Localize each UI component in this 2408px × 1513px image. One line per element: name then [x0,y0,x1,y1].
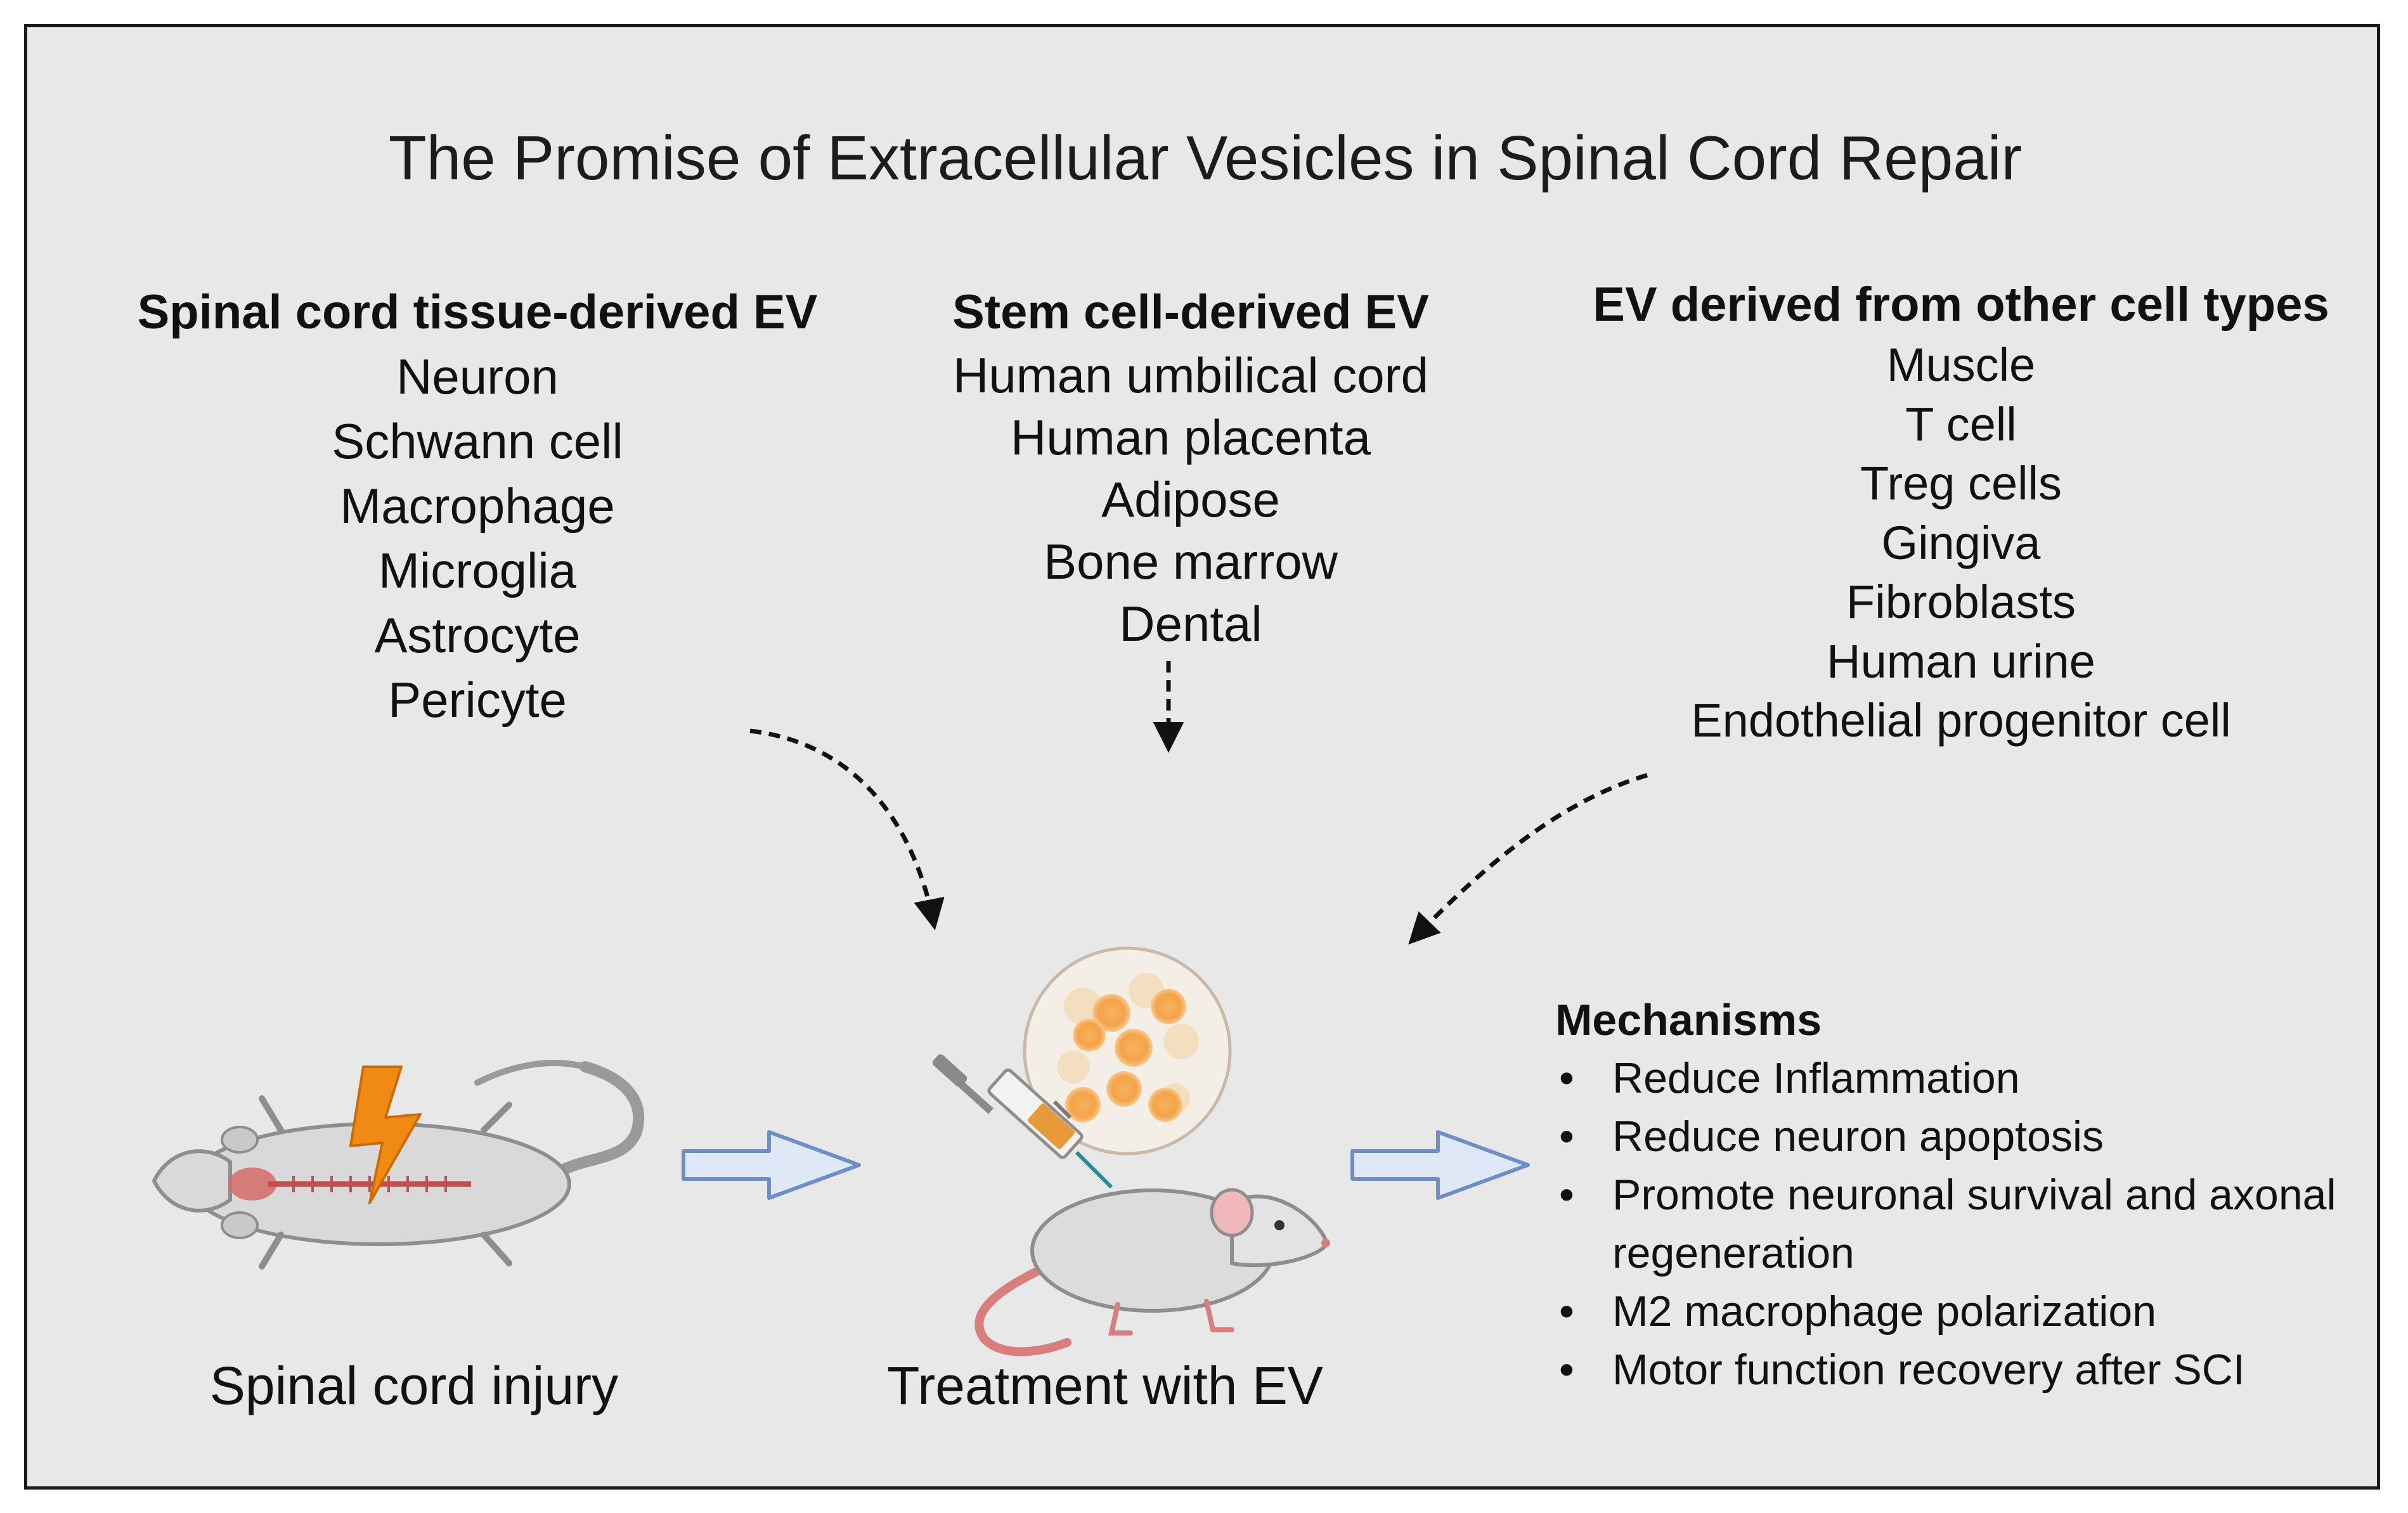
dashed-arrow-right [1408,773,1648,945]
diagram-graphics [152,661,1648,1356]
source-heading: EV derived from other cell types [1593,278,2329,332]
mechanism-item: Reduce neuron apoptosis [1555,1107,2373,1166]
rat-icon [974,1188,1330,1356]
source-item: Treg cells [1860,457,2062,510]
source-heading: Stem cell-derived EV [952,285,1429,339]
source-item: Microglia [378,543,577,598]
source-item: Fibroblasts [1846,576,2076,628]
source-item: Adipose [1101,472,1280,527]
hollow-arrow-icon [1350,1130,1530,1200]
hollow-arrow-icon [682,1130,861,1200]
source-item: Gingiva [1881,516,2041,569]
mechanisms-list: Mechanisms Reduce Inflammation Reduce ne… [1555,991,2373,1399]
vesicle-circle-icon [1023,946,1232,1156]
mechanism-item: Promote neuronal survival and axonal reg… [1555,1166,2373,1282]
lightning-bolt-icon [349,1066,422,1204]
source-item: Schwann cell [332,413,623,469]
source-item: Human urine [1827,634,2095,688]
source-item: Dental [1119,596,1262,652]
source-column-spinal-tissue: Spinal cord tissue-derived EV Neuron Sch… [53,281,902,732]
dashed-arrow-left [749,728,945,930]
rat-icon [152,1060,645,1270]
source-item: T cell [1905,397,2017,451]
mechanism-item: M2 macrophage polarization [1555,1282,2373,1341]
mechanism-item: Reduce Inflammation [1555,1049,2373,1107]
source-item: Bone marrow [1044,534,1338,589]
source-item: Endothelial progenitor cell [1691,694,2231,747]
mechanisms-heading: Mechanisms [1555,995,1822,1045]
source-item: Muscle [1886,338,2036,391]
source-item: Human umbilical cord [953,347,1428,403]
caption-spinal-cord-injury: Spinal cord injury [209,1356,619,1415]
source-heading: Spinal cord tissue-derived EV [137,285,818,339]
source-item: Neuron [396,349,559,404]
figure-panel: The Promise of Extracellular Vesicles in… [24,24,2380,1490]
figure-title: The Promise of Extracellular Vesicles in… [388,123,2023,193]
source-item: Pericyte [388,672,567,728]
caption-treatment: Treatment with EV [887,1356,1323,1415]
source-item: Human placenta [1010,409,1371,465]
source-column-stem-cell: Stem cell-derived EV Human umbilical cor… [886,281,1495,655]
source-item: Macrophage [340,478,615,534]
source-item: Astrocyte [374,607,581,663]
syringe-icon [932,1054,1113,1189]
mechanism-item: Motor function recovery after SCI [1555,1341,2373,1399]
source-column-other-cells: EV derived from other cell types Muscle … [1543,274,2379,750]
